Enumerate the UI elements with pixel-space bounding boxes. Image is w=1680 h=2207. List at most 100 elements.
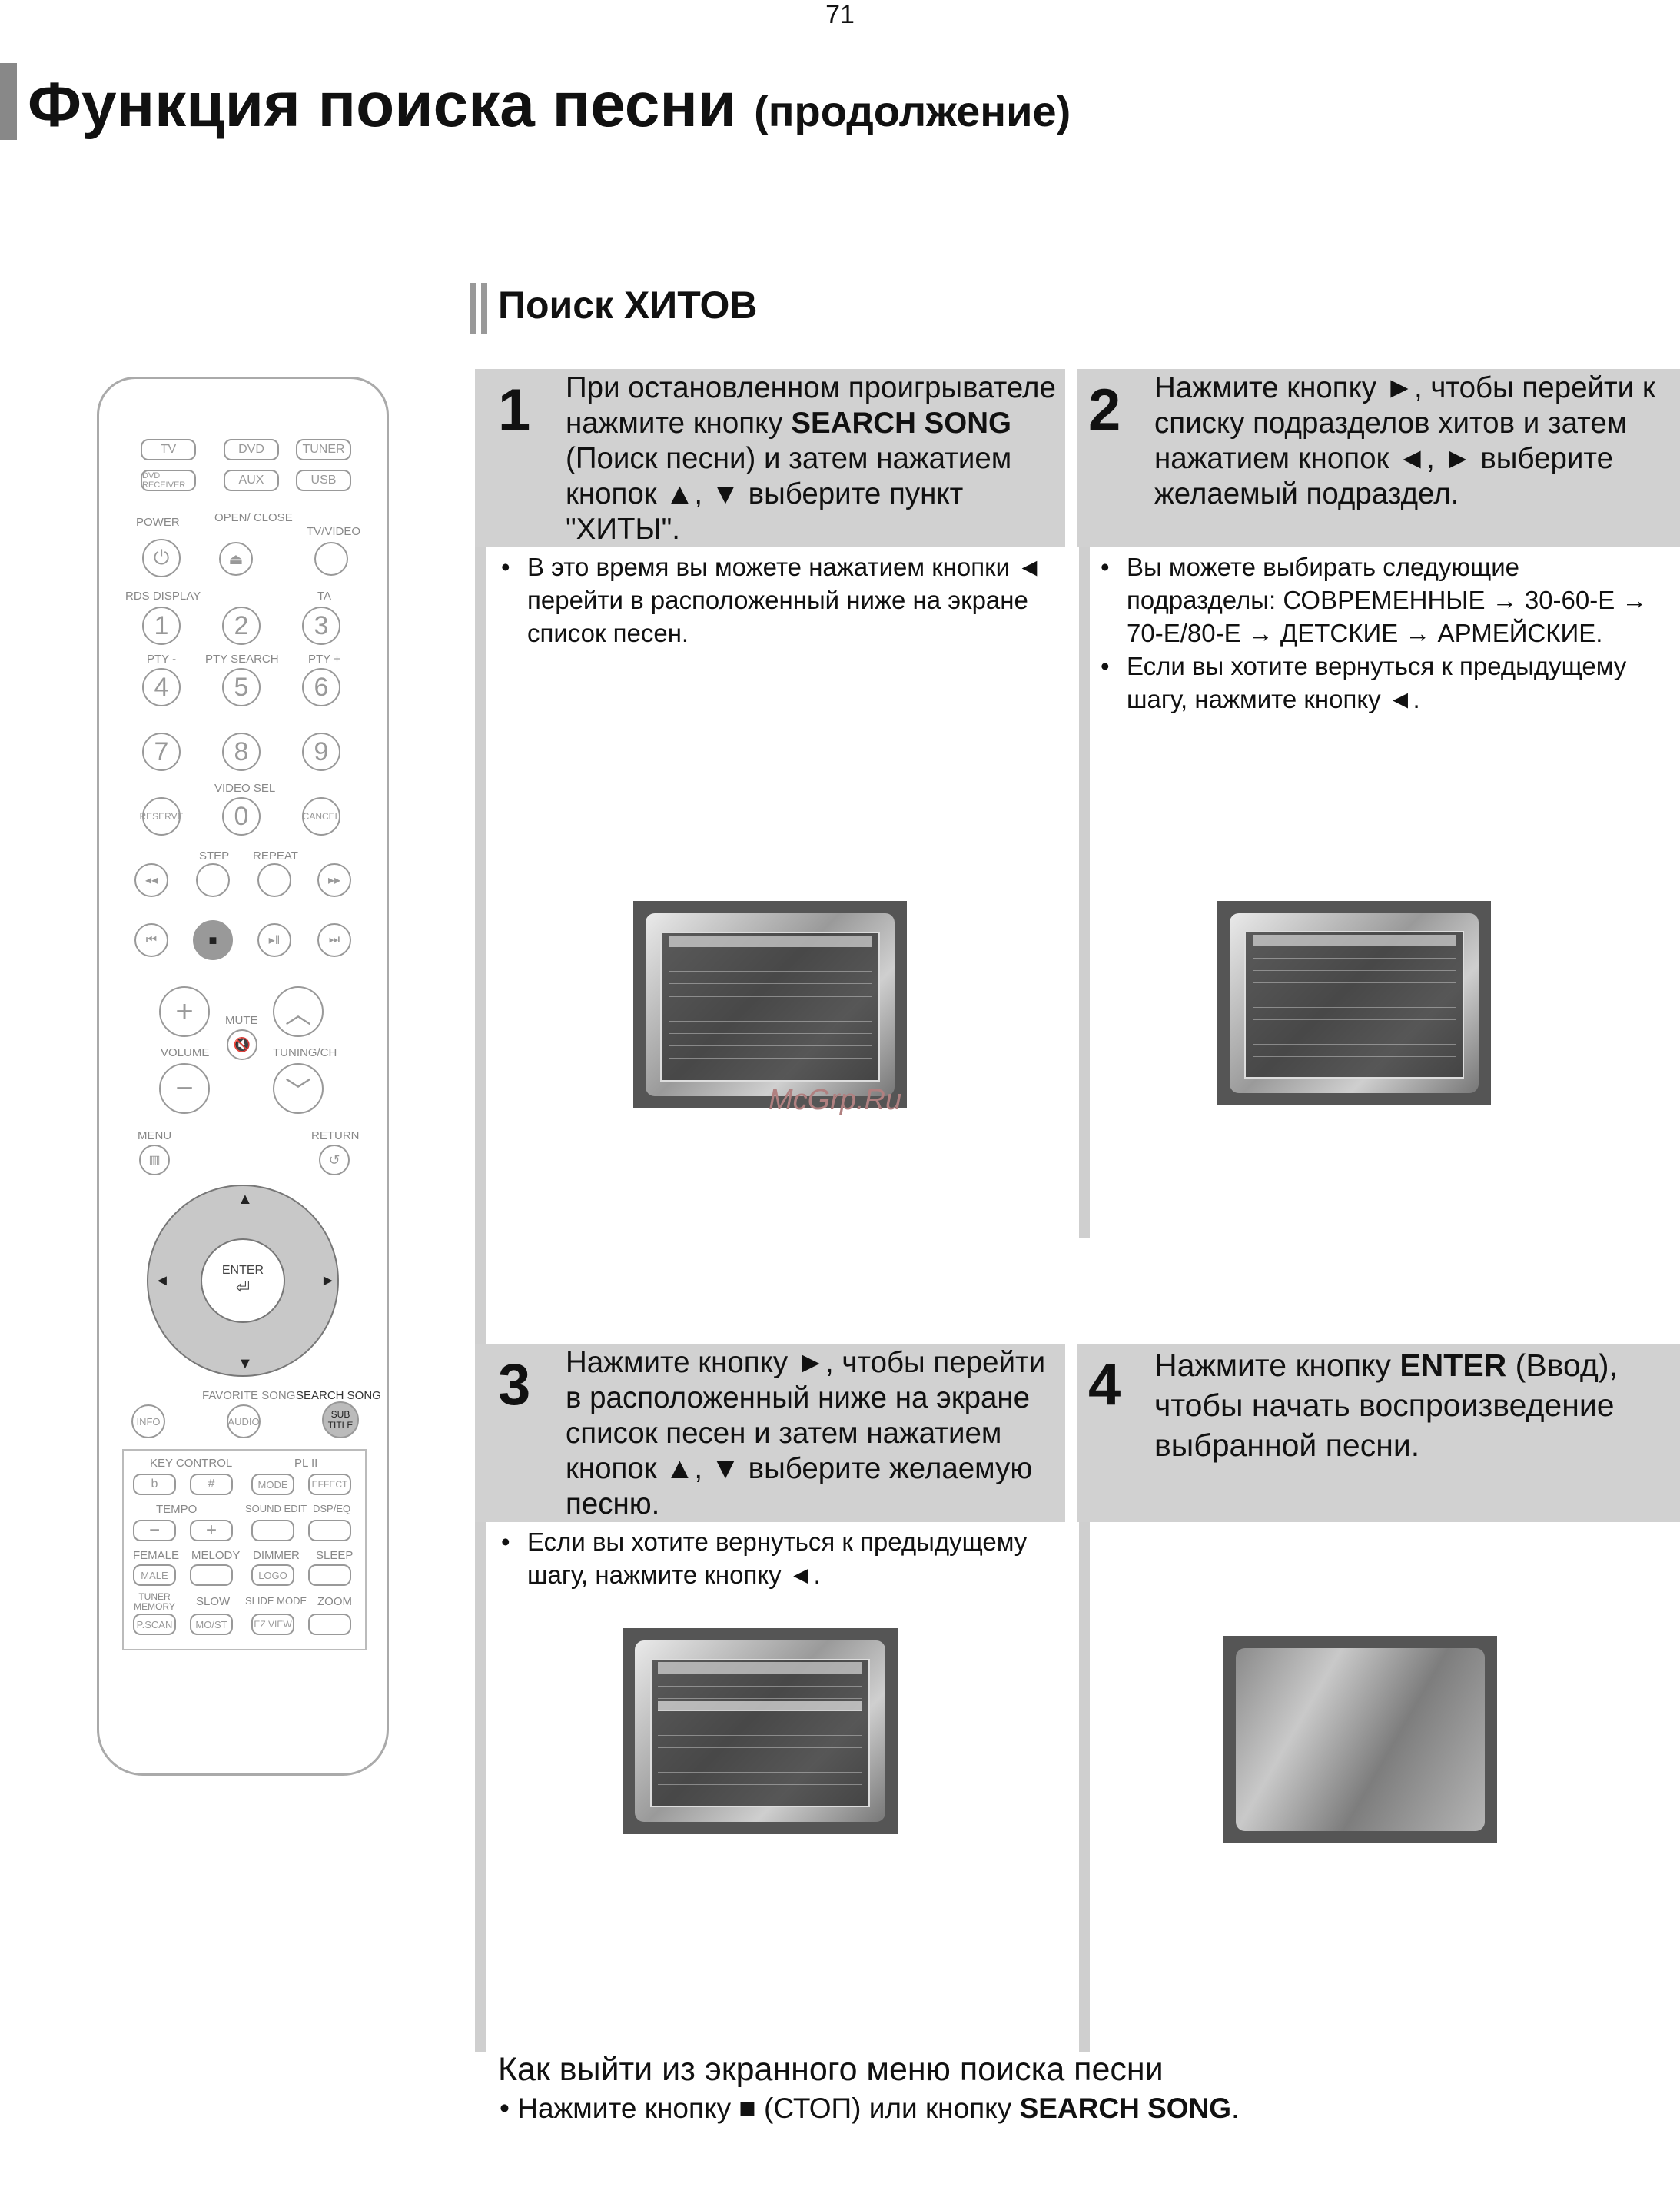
note-bullet: В это время вы можете нажатием кнопки ◄ … (501, 550, 1062, 650)
effect-button[interactable]: EFFECT (308, 1474, 351, 1495)
digit-1-button[interactable]: 1 (142, 607, 181, 645)
sound-edit-button[interactable] (251, 1520, 294, 1541)
tempo-down-button[interactable]: − (133, 1520, 176, 1541)
female-label: FEMALE (133, 1549, 180, 1562)
digit-7-button[interactable]: 7 (142, 733, 181, 771)
divider-right-top (1079, 546, 1090, 1238)
pty-minus-label: PTY - (147, 653, 177, 666)
volume-down-button[interactable]: − (159, 1063, 210, 1114)
ez-view-button[interactable]: EZ VIEW (251, 1614, 294, 1635)
menu-button[interactable]: ▥ (139, 1145, 170, 1175)
rds-display-label: RDS DISPLAY (125, 590, 201, 603)
step-label: STEP (199, 849, 230, 863)
pl2-label: PL II (294, 1457, 318, 1470)
key-sharp-button[interactable]: # (190, 1474, 233, 1495)
key-flat-button[interactable]: b (133, 1474, 176, 1495)
digit-6-button[interactable]: 6 (302, 668, 340, 706)
digit-2-button[interactable]: 2 (222, 607, 261, 645)
dvd-receiver-button[interactable]: DVD RECEIVER (141, 470, 196, 491)
step-4-number: 4 (1088, 1352, 1121, 1418)
step-2-number: 2 (1088, 377, 1121, 443)
section-bar (470, 283, 476, 334)
pty-search-label: PTY SEARCH (205, 653, 279, 666)
return-button[interactable]: ↺ (319, 1145, 350, 1175)
reserve-button[interactable]: RESERVE (139, 797, 184, 836)
logo-button[interactable]: LOGO (251, 1564, 294, 1586)
zoom-button[interactable] (308, 1614, 351, 1635)
previous-button[interactable]: ⏮ (134, 923, 168, 957)
cancel-button[interactable]: CANCEL (302, 797, 340, 836)
divider-right-bottom (1079, 1522, 1090, 2052)
tv-video-button[interactable] (314, 542, 348, 576)
audio-button[interactable]: AUDIO (227, 1404, 261, 1438)
male-button[interactable]: MALE (133, 1564, 176, 1586)
tempo-up-button[interactable]: + (190, 1520, 233, 1541)
footer-heading: Как выйти из экранного меню поиска песни (498, 2051, 1164, 2088)
nav-left-arrow[interactable]: ◄ (154, 1272, 170, 1289)
page-title: Функция поиска песни (продолжение) (28, 69, 1071, 141)
open-close-button[interactable]: ⏏ (219, 542, 253, 576)
power-label: POWER (136, 516, 180, 529)
step-1-text: При остановленном проигрывателе нажмите … (566, 371, 1056, 546)
section-title: Поиск ХИТОВ (498, 284, 758, 327)
p-scan-button[interactable]: P.SCAN (133, 1614, 176, 1635)
digit-4-button[interactable]: 4 (142, 668, 181, 706)
section-bar (481, 283, 487, 334)
step-3-text: Нажмите кнопку ►, чтобы перейти в распол… (566, 1346, 1046, 1521)
step-1-header: 1 При остановленном проигрывателе нажмит… (475, 369, 1065, 547)
tuner-memory-label: TUNER MEMORY (134, 1591, 175, 1612)
channel-down-button[interactable]: ﹀ (273, 1063, 324, 1114)
watermark: McGrp.Ru (769, 1084, 902, 1116)
volume-label: VOLUME (161, 1046, 210, 1059)
channel-up-button[interactable]: ︿ (273, 986, 324, 1037)
digit-8-button[interactable]: 8 (222, 733, 261, 771)
stop-button[interactable]: ■ (193, 920, 233, 960)
nav-right-arrow[interactable]: ► (320, 1272, 336, 1289)
tv-screen-4 (1223, 1636, 1497, 1843)
melody-button[interactable] (190, 1564, 233, 1586)
tempo-label: TEMPO (156, 1503, 198, 1516)
tv-screen-3 (623, 1628, 898, 1834)
dvd-button[interactable]: DVD (224, 439, 279, 460)
tv-screen-2 (1217, 901, 1491, 1105)
mode-button[interactable]: MODE (251, 1474, 294, 1495)
step-2-text: Нажмите кнопку ►, чтобы перейти к списку… (1154, 371, 1655, 510)
zoom-label: ZOOM (317, 1595, 352, 1608)
play-pause-button[interactable]: ▸ǁ (257, 923, 291, 957)
remote-control: TV DVD TUNER DVD RECEIVER AUX USB POWER … (97, 377, 389, 1776)
return-label: RETURN (311, 1129, 360, 1142)
nav-up-arrow[interactable]: ▲ (237, 1191, 253, 1208)
fast-forward-button[interactable]: ▸▸ (317, 863, 351, 897)
step-4-text: Нажмите кнопку ENTER (Ввод), чтобы начат… (1154, 1348, 1618, 1463)
tv-button[interactable]: TV (141, 439, 196, 460)
footer-note: • Нажмите кнопку ■ (СТОП) или кнопку SEA… (500, 2092, 1240, 2124)
sleep-button[interactable] (308, 1564, 351, 1586)
subtitle-search-song-button[interactable]: SUB TITLE (322, 1401, 359, 1438)
rewind-button[interactable]: ◂◂ (134, 863, 168, 897)
note-bullet: Если вы хотите вернуться к предыдущему ш… (501, 1525, 1062, 1591)
nav-down-arrow[interactable]: ▼ (237, 1355, 253, 1372)
enter-button[interactable]: ENTER⏎ (201, 1238, 285, 1323)
repeat-button[interactable] (257, 863, 291, 897)
tuning-ch-label: TUNING/CH (273, 1046, 337, 1059)
volume-up-button[interactable]: + (159, 986, 210, 1037)
usb-button[interactable]: USB (296, 470, 351, 491)
digit-9-button[interactable]: 9 (302, 733, 340, 771)
footer-note-text: Нажмите кнопку ■ (СТОП) или кнопку SEARC… (517, 2092, 1240, 2124)
search-song-label: SEARCH SONG (296, 1389, 381, 1402)
dsp-eq-button[interactable] (308, 1520, 351, 1541)
aux-button[interactable]: AUX (224, 470, 279, 491)
step-button[interactable] (196, 863, 230, 897)
tuner-button[interactable]: TUNER (296, 439, 351, 460)
mo-st-button[interactable]: MO/ST (190, 1614, 233, 1635)
divider-left (475, 546, 486, 2052)
slow-label: SLOW (196, 1595, 231, 1608)
next-button[interactable]: ⏭ (317, 923, 351, 957)
digit-5-button[interactable]: 5 (222, 668, 261, 706)
key-control-label: KEY CONTROL (150, 1457, 233, 1470)
mute-button[interactable]: 🔇 (227, 1029, 257, 1060)
digit-3-button[interactable]: 3 (302, 607, 340, 645)
info-button[interactable]: INFO (131, 1404, 165, 1438)
digit-0-button[interactable]: 0 (222, 797, 261, 836)
power-button[interactable]: ⏻ (142, 539, 181, 577)
